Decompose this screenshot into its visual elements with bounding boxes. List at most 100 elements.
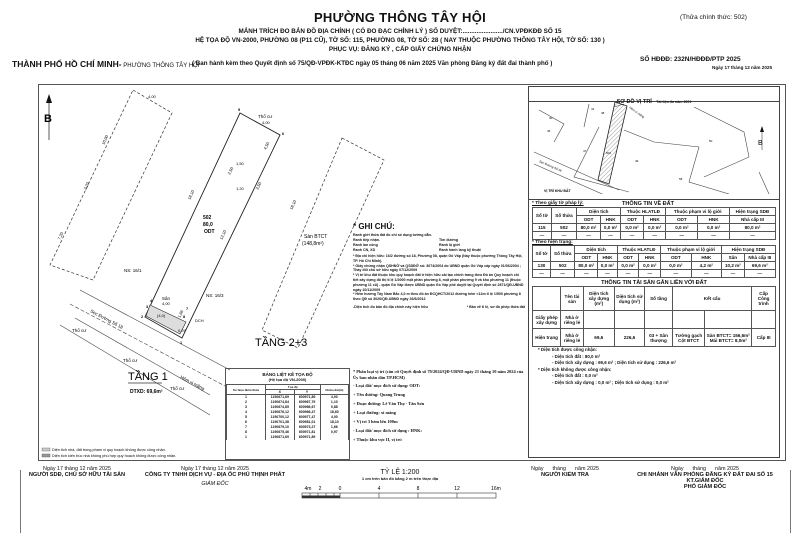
coord-table-title: BẢNG LIỆT KÊ TỌA ĐỘ [262,372,313,377]
text-cell: Thuộc phạm vi lộ giới [660,245,723,254]
classification-line: - Loại đất/ mục đích sử dụng: ODT: [353,383,421,388]
neighbor-label: Thổ cư [258,113,272,119]
text-cell: 50 [709,139,713,143]
text-cell: — [638,269,662,278]
legal-label: * Theo giấy tờ pháp lý: [532,201,584,206]
text-cell: ODT [660,253,692,262]
text-cell: Thuộc phạm vi lộ giới [665,207,730,216]
text-cell: 2,20 [82,181,90,191]
text-cell: — [743,269,777,278]
text-cell: 226,6 [613,328,646,347]
dimension-labels: 4,00 18,10 12,10 4,00 4,00 10,00 7,20 2,… [56,94,297,333]
text-cell: Kết cấu [671,286,753,311]
text-cell: Diện tích [576,207,622,216]
text-cell: 1 [180,341,182,345]
text-cell: 03 + Sân thượng [644,328,673,347]
legend-item: Ranh hành lang kỹ thuật [439,248,481,252]
header-line-2: HỆ TỌA ĐỘ VN-2000, PHƯỜNG 08 (P11 CŨ), T… [195,37,605,44]
text-cell: 2 [225,399,267,405]
text-cell: — [576,231,601,240]
text-cell: 1,50 [236,161,245,166]
text-cell: — [660,269,692,278]
text-cell: 2 [319,486,322,492]
contract-date: Ngày 17 tháng 12 năm 2025 [712,65,773,70]
neighbor-label: NS: 16/3 [206,293,224,298]
text-cell: 16m [491,486,501,492]
legend-item: Ranh giới thửa đất đo chỉ số dụng tường … [353,233,432,237]
legend-item: Tim đường [439,238,459,242]
classification-line: * Phân loại vị trí (căn cứ Quyết định số… [353,369,524,380]
text-cell: Tường gạch Cột BTCT [671,328,706,347]
text-cell: Diện tích xây dựng (m²) [582,286,615,311]
neighbor-label: Thổ cư [72,327,86,333]
text-cell: 80,0 m² [574,261,599,270]
note-paragraph: * Địa chỉ hiện hữu: 16/2 đường số 18, Ph… [353,254,523,263]
floor-1-label: TẦNG 1 [128,370,168,383]
text-cell: — [616,269,640,278]
signature-date: Ngày tháng năm 2025 [670,466,740,472]
text-cell: 6 [225,419,267,425]
city: THÀNH PHỐ HỒ CHÍ MINH- [12,59,122,69]
text-cell [319,434,350,440]
location-map-title: SƠ ĐỒ VỊ TRÍ [616,99,652,105]
land-info-title: THÔNG TIN VỀ ĐẤT [622,201,674,207]
text-cell: Số tờ [532,207,552,224]
scale-subtitle: 1 cm trên bản đồ bằng 2 m trên thực địa [361,476,439,481]
text-cell: 4 [225,409,267,415]
location-map-header: SƠ ĐỒ VỊ TRÍ Tài liệu đo năm 2001 [529,87,779,105]
road-lines [59,289,231,416]
text-cell: 69,6 m² [743,261,777,270]
text-cell: Số tờ [532,245,551,262]
signature-title: KT.GIÁM ĐỐC [686,478,724,484]
location-map: 40 41 46 47 48 502 49 50 58 Sẹc Đường Số… [533,101,770,198]
classification-line: + Thuộc khu vực II, vị trí: [353,437,403,442]
recognized-land: - Diện tích đất : 80,0 m² [552,353,601,359]
signature-date: Ngày 17 tháng 12 năm 2025 [180,466,250,472]
text-cell: 4,2 m² [690,261,723,270]
text-cell: 0,97 [319,429,350,435]
text-cell: — [728,231,777,240]
text-cell: 7,20 [56,231,64,241]
unrecognized-title: * Diện tích không được công nhận: [538,366,612,372]
text-cell: 0,0 m² [616,261,640,270]
classification-line: + Loại đường: xi măng [353,410,396,415]
scale-title: TỶ LỆ 1:200 [380,469,420,476]
text-cell: Cấp III [751,328,776,347]
text-cell: Diện tích sử dụng (m²) [613,286,646,311]
parcel-area: 80,0 [203,222,213,228]
signature-branch: Ngày tháng năm 2025 CHI NHÁNH VĂN PHÒNG … [620,466,790,490]
text-cell: 5 [238,108,240,112]
text-cell: Số thửa [549,245,576,262]
floor-23-label: TẦNG 2+3 [255,336,307,349]
note-paragraph: * Vị trí khu đất thuộc khu quy hoạch đất… [353,273,524,292]
info-panel: SƠ ĐỒ VỊ TRÍ Tài liệu đo năm 2001 40 41 … [528,86,780,458]
text-cell: 0,97 [178,328,187,333]
text-cell: 5 [225,414,267,420]
upper-floor-outline [49,89,173,281]
text-cell: Nhà ở riêng lẻ [560,328,584,347]
text-cell: 1 [225,394,267,400]
text-cell: Nhà ở riêng lẻ [560,310,584,329]
text-cell: 46 [547,129,551,133]
text-cell: 80,0 m² [728,223,777,232]
text-cell: — [550,231,578,240]
text-cell: — [597,269,618,278]
floor-23-area-label: Sàn BTCT [304,234,327,240]
text-cell: Hiện trạng SDĐ [721,245,776,254]
text-cell: — [532,269,551,278]
neighbor-label: NS: 16/1 [124,268,142,273]
location-north-label: B [758,140,763,147]
text-cell: Thuộc HLATLĐ [616,245,662,254]
position-classification: * Phân loại vị trí (căn cứ Quyết định số… [353,369,525,444]
floor-23-outline [261,137,385,349]
parcel-outline [144,112,281,339]
text-cell: 12 [454,486,460,492]
text-cell: — [620,231,644,240]
location-road-label: Sẹc Đường Số 18 [539,159,563,173]
